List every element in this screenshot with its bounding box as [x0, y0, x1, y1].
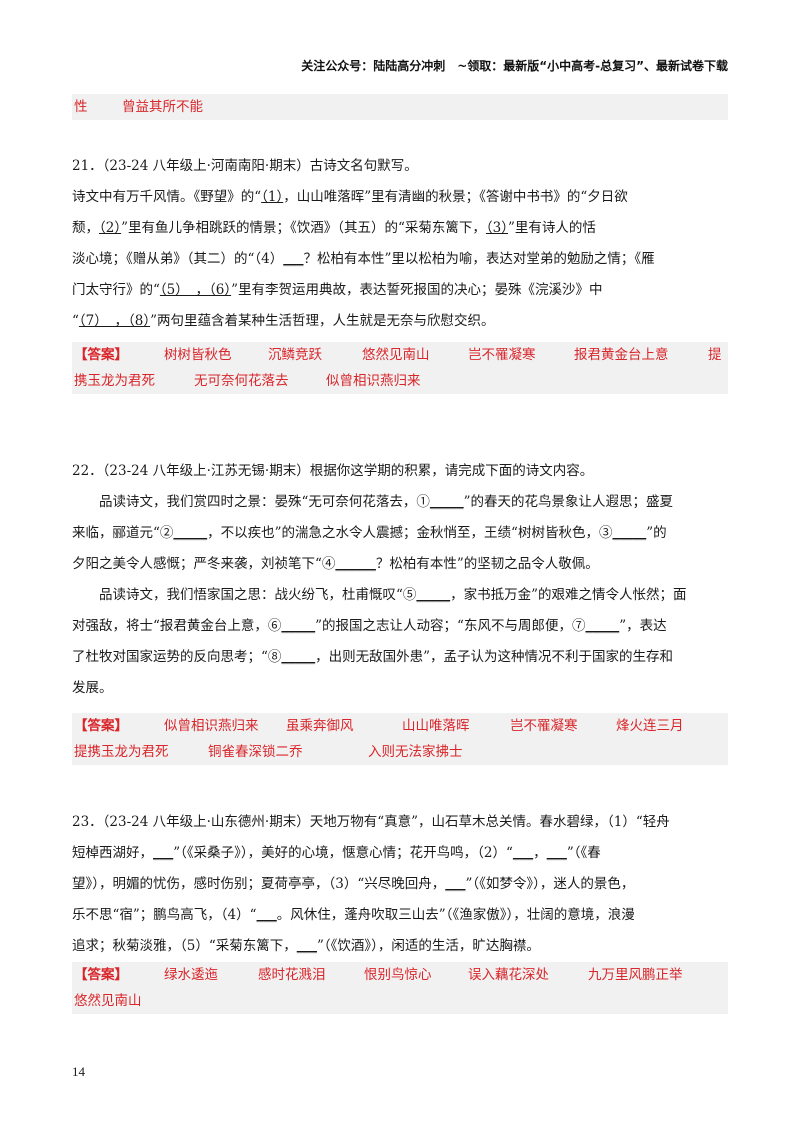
fill-blank: _____ — [612, 525, 647, 541]
fill-blank: _____ — [585, 618, 620, 634]
answer-item: 九万里风鹏正举 — [588, 967, 683, 983]
question-line: 乐不思“宿”；鹏鸟高飞，（4）“___。风休住，蓬舟吹取三山去”（《渔家傲》），… — [72, 907, 635, 923]
fill-blank: _____ — [416, 587, 451, 603]
answer-item: 树树皆秋色 — [164, 347, 232, 363]
fill-blank: _____ — [281, 618, 316, 634]
answer-label: 【答案】 — [74, 967, 128, 983]
question-line: 发展。 — [72, 680, 113, 696]
answer-box-23: 【答案】 绿水逶迤 感时花溅泪 恨别鸟惊心 误入藕花深处 九万里风鹏正举 悠然见… — [72, 962, 728, 1014]
fill-blank: ___ — [256, 907, 277, 923]
answer-item: 悠然见南山 — [362, 347, 430, 363]
answer-item: 误入藕花深处 — [468, 967, 549, 983]
question-23: 23．（23-24 八年级上·山东德州·期末）天地万物有“真意”，山石草木总关情… — [72, 807, 728, 962]
answer-item: 恨别鸟惊心 — [364, 967, 432, 983]
fill-blank: ___ — [546, 845, 567, 861]
answer-item: 似曾相识燕归来 — [164, 718, 259, 734]
question-line: 望》），明媚的忧伤，感时伤别；夏荷亭亭，（3）“兴尽晚回舟，___”（《如梦令》… — [72, 876, 635, 892]
answer-item: 悠然见南山 — [74, 993, 142, 1009]
answer-item: 入则无法家拂士 — [368, 744, 463, 760]
question-stem: 21．（23-24 八年级上·河南南阳·期末）古诗文名句默写。 — [72, 158, 418, 174]
question-line: 短棹西湖好，___”（《采桑子》），美好的心境，惬意心情；花开鸟鸣，（2）“__… — [72, 845, 601, 861]
page-number: 14 — [72, 1064, 85, 1079]
prev-answer-box: 性 曾益其所不能 — [72, 94, 728, 120]
fill-blank: _____ — [173, 525, 208, 541]
question-line: 追求；秋菊淡雅，（5）“采菊东篱下，___”（《饮酒》），闲适的生活，旷达胸襟。 — [72, 938, 540, 954]
fill-blank: （1） — [261, 189, 284, 205]
answer-item: 提 — [708, 347, 722, 363]
answer-item: 绿水逶迤 — [164, 967, 218, 983]
fill-blank: ___ — [512, 845, 534, 861]
question-line: 门太守行》的“（5） ，（6）”里有李贺运用典故，表达誓死报国的决心；晏殊《浣溪… — [72, 282, 603, 298]
answer-item: 似曾相识燕归来 — [326, 373, 421, 389]
question-line: “（7） ，（8）”两句里蕴含着某种生活哲理，人生就是无奈与欣慰交织。 — [72, 313, 495, 329]
question-line: 来临，郦道元“②_____，不以疾也”的湍急之水令人震撼；金秋悄至，王绩“树树皆… — [72, 525, 667, 541]
answer-item: 感时花溅泪 — [258, 967, 326, 983]
fill-blank: _____ — [281, 649, 316, 665]
question-line: 颓，（2）”里有鱼儿争相跳跃的情景；《饮酒》（其五）的“采菊东篱下，（3）”里有… — [72, 220, 596, 236]
question-line: 诗文中有万千风情。《野望》的“（1），山山唯落晖”里有清幽的秋景；《答谢中书书》… — [72, 189, 628, 205]
answer-box-21: 【答案】 树树皆秋色 沉鳞竞跃 悠然见南山 岂不罹凝寒 报君黄金台上意 提 携玉… — [72, 342, 728, 394]
question-line: 23．（23-24 八年级上·山东德州·期末）天地万物有“真意”，山石草木总关情… — [72, 814, 670, 830]
question-line: 夕阳之美令人感慨；严冬来袭，刘祯笔下“④______？松柏有本性”的坚韧之品令人… — [72, 556, 599, 572]
answer-item: 曾益其所不能 — [122, 99, 203, 115]
answer-item: 铜雀春深锁二乔 — [208, 744, 303, 760]
answer-item: 性 — [74, 99, 88, 115]
question-22: 22．（23-24 八年级上·江苏无锡·期末）根据你这学期的积累，请完成下面的诗… — [72, 456, 728, 704]
fill-blank: _____ — [429, 494, 464, 510]
answer-item: 沉鳞竞跃 — [268, 347, 322, 363]
answer-item: 报君黄金台上意 — [574, 347, 669, 363]
fill-blank: （2） — [99, 220, 122, 236]
answer-item: 烽火连三月 — [616, 718, 684, 734]
answer-item: 提携玉龙为君死 — [74, 744, 169, 760]
fill-blank: （7） ，（8） — [78, 313, 151, 329]
answer-item: 山山唯落晖 — [402, 718, 470, 734]
question-line: 了杜牧对国家运势的反向思考；“⑧_____，出则无敌国外患”，孟子认为这种情况不… — [72, 649, 674, 665]
fill-blank: （5） ，（6） — [159, 282, 232, 298]
answer-label: 【答案】 — [74, 718, 128, 734]
question-line: 淡心境；《赠从弟》（其二）的“（4）___？松柏有本性”里以松柏为喻，表达对堂弟… — [72, 251, 655, 267]
fill-blank: ___ — [296, 938, 317, 954]
fill-blank: ___ — [445, 876, 466, 892]
answer-item: 携玉龙为君死 — [74, 373, 155, 389]
fill-blank: ______ — [335, 556, 376, 572]
fill-blank: ___ — [283, 251, 304, 267]
answer-item: 虽乘奔御风 — [286, 718, 354, 734]
fill-blank: ___ — [153, 845, 174, 861]
answer-item: 无可奈何花落去 — [194, 373, 289, 389]
question-line: 品读诗文，我们赏四时之景：晏殊“无可奈何花落去，①_____”的春天的花鸟景象让… — [99, 494, 674, 510]
answer-box-22: 【答案】 似曾相识燕归来 虽乘奔御风 山山唯落晖 岂不罹凝寒 烽火连三月 提携玉… — [72, 713, 728, 765]
question-line: 对强敌，将士“报君黄金台上意，⑥_____”的报国之志让人动容；“东风不与周郎便… — [72, 618, 667, 634]
answer-item: 岂不罹凝寒 — [468, 347, 536, 363]
answer-item: 岂不罹凝寒 — [510, 718, 578, 734]
answer-label: 【答案】 — [74, 347, 128, 363]
page-header: 关注公众号：陆陆高分冲刺 ~领取：最新版“小中高考-总复习”、最新试卷下载 — [301, 59, 728, 73]
question-line: 品读诗文，我们悟家国之思：战火纷飞，杜甫慨叹“⑤_____，家书抵万金”的艰难之… — [99, 587, 687, 603]
fill-blank: （3） — [485, 220, 508, 236]
question-21: 21．（23-24 八年级上·河南南阳·期末）古诗文名句默写。 诗文中有万千风情… — [72, 151, 728, 337]
question-stem: 22．（23-24 八年级上·江苏无锡·期末）根据你这学期的积累，请完成下面的诗… — [72, 463, 594, 479]
